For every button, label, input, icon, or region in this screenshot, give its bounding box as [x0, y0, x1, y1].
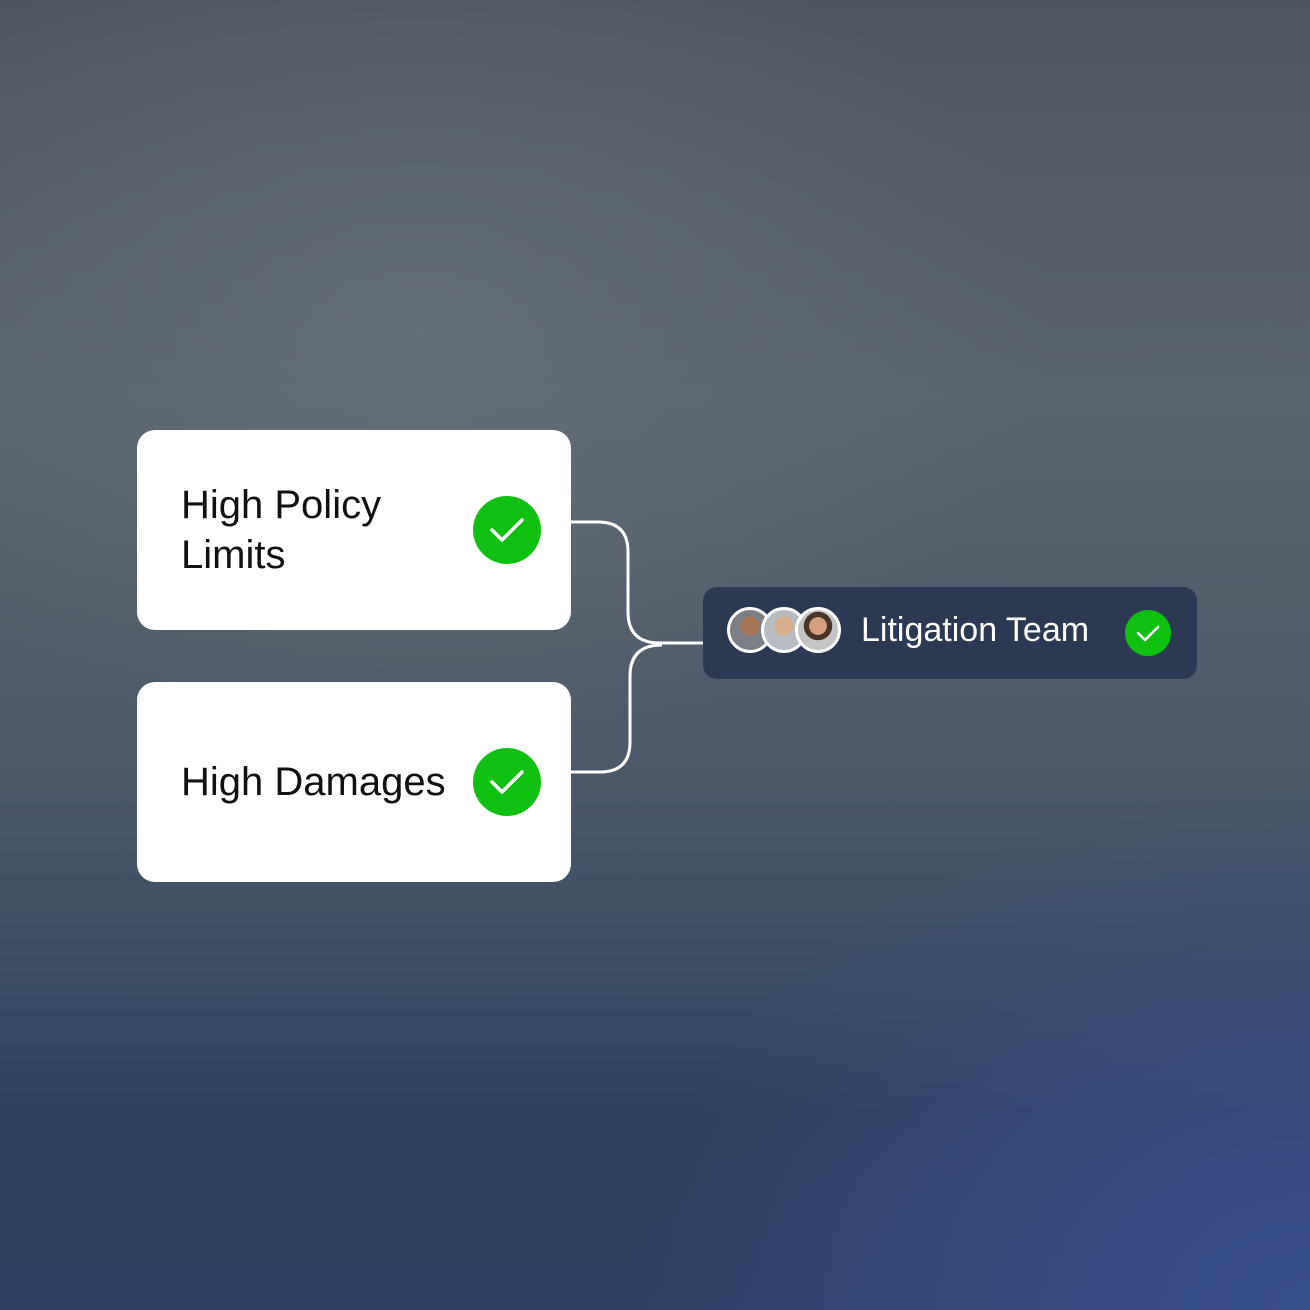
check-icon: [473, 496, 541, 564]
check-icon: [1125, 610, 1171, 656]
team-label: Litigation Team: [861, 611, 1090, 649]
condition-label: High Policy Limits: [181, 483, 382, 577]
check-icon: [473, 748, 541, 816]
condition-card-high-policy-limits: High Policy Limits: [137, 430, 571, 630]
avatar: [795, 607, 841, 653]
litigation-team-node: Litigation Team: [703, 587, 1197, 679]
condition-card-high-damages: High Damages: [137, 682, 571, 882]
condition-label: High Damages: [181, 760, 446, 804]
